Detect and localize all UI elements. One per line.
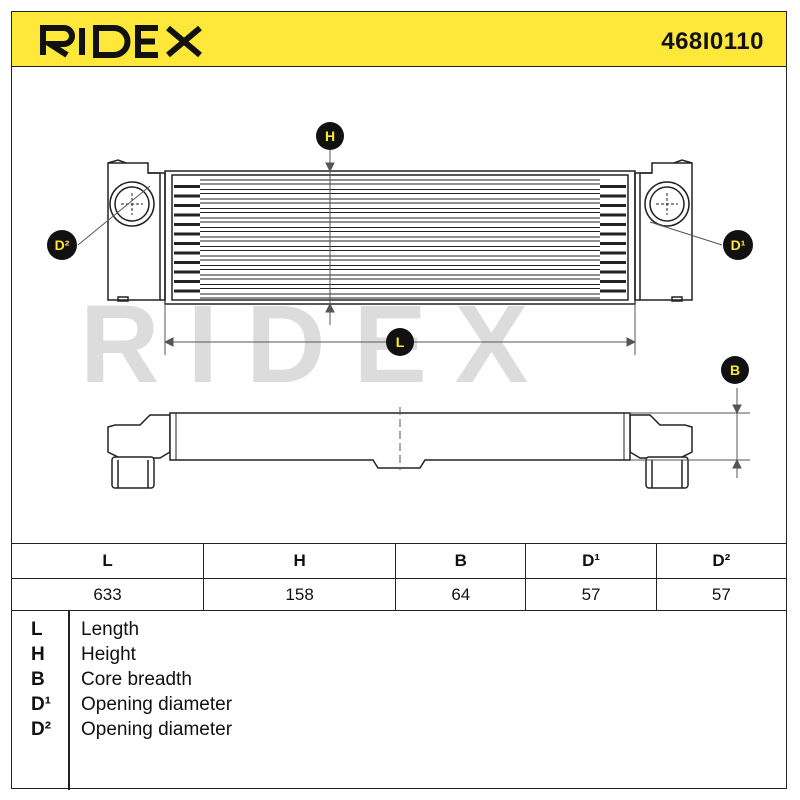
callout-d2-label: D²: [55, 237, 70, 253]
legend-label: Opening diameter: [81, 694, 233, 715]
fin-marks: [174, 185, 626, 293]
fin-mark: [600, 213, 626, 217]
legend-key: D¹: [31, 694, 52, 715]
fin-mark: [600, 204, 626, 207]
dimension-lines-front: [77, 150, 723, 355]
fin-mark: [174, 194, 200, 198]
fin-mark: [174, 280, 200, 283]
legend-label: Opening diameter: [81, 719, 233, 740]
core-tubes: [200, 179, 600, 299]
dim-value-h: 158: [203, 578, 397, 611]
legend-key: H: [31, 644, 45, 665]
legend-label: Core breadth: [81, 669, 192, 690]
fin-mark: [600, 232, 626, 236]
dim-value-l: 633: [10, 578, 205, 611]
fin-mark: [174, 185, 200, 188]
header-bar: 468I0110: [11, 11, 787, 67]
fin-mark: [600, 261, 626, 264]
dim-value-d1: 57: [525, 578, 657, 611]
dim-header-d2: D²: [655, 543, 788, 579]
legend-label: Height: [81, 644, 136, 665]
dimensions-table: L H B D¹ D² 633 158 64 57 57: [10, 543, 788, 611]
fin-mark: [600, 289, 626, 293]
fin-mark: [174, 242, 200, 245]
dim-header-b: B: [395, 543, 527, 579]
fin-mark: [600, 223, 626, 226]
part-number: 468I0110: [661, 28, 764, 55]
dimensions-value-row: 633 158 64 57 57: [10, 578, 788, 611]
fin-mark: [174, 232, 200, 236]
fin-mark: [174, 261, 200, 264]
fin-mark: [600, 280, 626, 283]
callout-d1-label: D¹: [731, 237, 746, 253]
legend: L Length H Height B Core breadth D¹ Open…: [11, 610, 787, 790]
dim-header-d1: D¹: [525, 543, 657, 579]
legend-item: D¹ Opening diameter: [11, 694, 771, 719]
fin-mark: [600, 185, 626, 188]
legend-key: B: [31, 669, 45, 690]
fin-mark: [174, 223, 200, 226]
fin-mark: [600, 242, 626, 245]
dimension-lines-side: [399, 388, 750, 478]
callout-l-label: L: [396, 334, 405, 350]
legend-item: B Core breadth: [11, 669, 771, 694]
callout-b: B: [721, 356, 749, 384]
dimensions-header-row: L H B D¹ D²: [10, 543, 788, 579]
legend-item: L Length: [11, 619, 771, 644]
dim-header-l: L: [10, 543, 205, 579]
legend-item: H Height: [11, 644, 771, 669]
dim-value-d2: 57: [655, 578, 788, 611]
technical-drawing: RIDEX: [47, 122, 753, 489]
callout-l: L: [386, 328, 414, 356]
dim-header-h: H: [203, 543, 397, 579]
legend-label: Length: [81, 619, 140, 640]
callout-h-label: H: [325, 128, 335, 144]
intercooler-side-view: [107, 412, 693, 489]
callout-h: H: [316, 122, 344, 150]
fin-mark: [174, 270, 200, 274]
opening-right: [644, 181, 690, 227]
callout-d2: D²: [47, 230, 77, 260]
fin-mark: [600, 270, 626, 274]
fin-mark: [174, 213, 200, 217]
callout-b-label: B: [730, 362, 740, 378]
legend-key: L: [31, 619, 43, 640]
opening-left: [109, 181, 155, 227]
fin-mark: [174, 289, 200, 293]
dim-value-b: 64: [395, 578, 527, 611]
ridex-logo: [40, 25, 202, 58]
watermark-text: RIDEX: [80, 283, 556, 406]
fin-mark: [174, 251, 200, 255]
fin-mark: [174, 204, 200, 207]
fin-mark: [600, 251, 626, 255]
legend-item: D² Opening diameter: [11, 719, 771, 744]
legend-divider: [68, 611, 70, 790]
fin-mark: [600, 194, 626, 198]
callout-d1: D¹: [723, 230, 753, 260]
legend-key: D²: [31, 719, 52, 740]
